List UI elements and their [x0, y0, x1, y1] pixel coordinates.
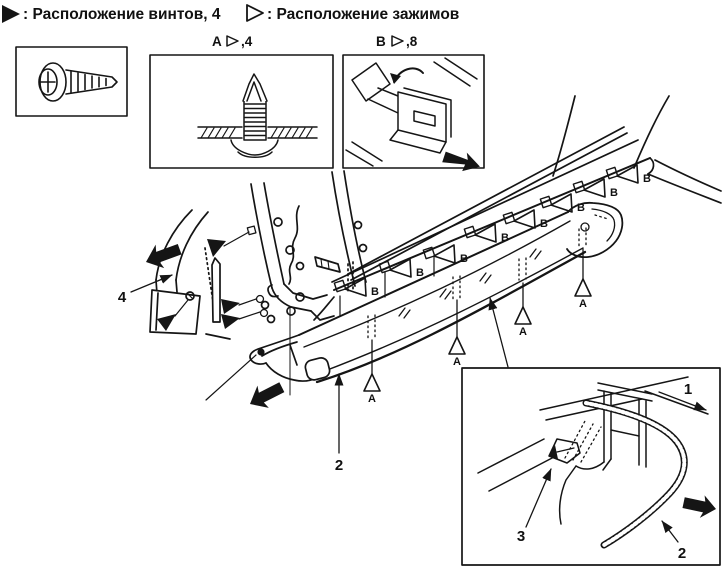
screw-point [255, 294, 265, 304]
hidden-clip-marks [367, 227, 587, 340]
rocker-flange [333, 157, 651, 291]
detail-inset-box: 1 2 3 [461, 367, 721, 566]
screw-location-triangle-icon [2, 5, 20, 23]
svg-text:B: B [643, 173, 651, 185]
snap-clip-icon [345, 57, 478, 167]
install-direction-arrow [682, 495, 716, 518]
screw-point [246, 225, 257, 236]
svg-text:B: B [501, 232, 509, 244]
clip-legend-label: : Расположение зажимов [267, 6, 459, 23]
molding-front-tip [249, 334, 331, 382]
molding-rear-cap [566, 201, 624, 259]
screw-markers [157, 225, 269, 331]
wheel-arch-outer [155, 209, 193, 281]
screw-icon [38, 62, 118, 102]
rear-wheel-arch [633, 95, 670, 169]
clip-b-marker: B [572, 178, 618, 199]
detail-a-letter: A [212, 34, 222, 49]
car-body-drawing [149, 95, 722, 396]
svg-text:B: B [460, 253, 468, 265]
pillar-bracket [314, 256, 341, 273]
svg-text:A: A [519, 326, 527, 338]
tip-screw-leader [205, 354, 257, 401]
clip-b-marker: B [605, 164, 651, 185]
clip-b-marker: B [333, 277, 379, 298]
detail-a-count: ,4 [241, 34, 253, 49]
svg-text:A: A [579, 298, 587, 310]
legend: : Расположение винтов, 4 : Расположение … [2, 4, 459, 49]
door-cut-line [552, 95, 576, 177]
molding-top-edge [298, 211, 569, 336]
door-front-edge [331, 171, 356, 287]
svg-text:A: A [453, 356, 461, 368]
remove-direction-arrow [146, 244, 182, 269]
part-label-3: 3 [517, 528, 525, 545]
clip-b-markers: B B B B B B B [333, 164, 651, 298]
clip-a-marker: A [363, 339, 381, 405]
clip-b-marker: B [378, 258, 424, 279]
clip-b-marker: B [422, 244, 468, 265]
clip-b-inset-box [342, 54, 485, 172]
svg-text:B: B [540, 218, 548, 230]
screw-marker [157, 314, 176, 331]
part-label-1: 1 [684, 381, 692, 398]
sill-molding-drawing [205, 201, 624, 401]
install-direction-arrow [442, 151, 480, 172]
clip-a-triangle-icon [226, 35, 239, 47]
clip-a-marker: A [448, 299, 466, 368]
clip-a-marker: A [514, 282, 532, 338]
clip-location-triangle-icon [246, 4, 264, 22]
clip-b-marker: B [502, 209, 548, 230]
clip-b-triangle-icon [391, 35, 404, 47]
clip-b-marker: B [463, 223, 509, 244]
direction-arrows [146, 244, 285, 408]
screw-legend-label: : Расположение винтов, 4 [23, 6, 221, 23]
detail-b-caption: B ,8 [376, 34, 418, 49]
svg-text:B: B [371, 286, 379, 298]
wheel-arch-inner [175, 211, 209, 281]
clip-part-3 [548, 420, 602, 464]
svg-text:A: A [368, 393, 376, 405]
svg-text:B: B [416, 267, 424, 279]
clip-a-inset-box [149, 54, 334, 169]
clip-a-markers: A A A A [363, 248, 592, 405]
clip-b-marker: B [539, 193, 585, 214]
screw-inset-box [15, 46, 128, 117]
screw-marker [221, 299, 240, 314]
screw-marker [207, 239, 226, 257]
molding-bottom-edge [315, 250, 587, 384]
pillar-foot [267, 283, 335, 321]
part-labels: 4 2 [118, 274, 509, 474]
detail-a-caption: A ,4 [212, 34, 253, 49]
detail-b-letter: B [376, 34, 386, 49]
part-label-2: 2 [335, 457, 343, 474]
clip-bracket [558, 382, 653, 525]
push-pin-clip-icon [197, 73, 318, 158]
rocker-top-edge [331, 139, 639, 283]
remove-direction-arrow [250, 382, 285, 408]
screw-marker [221, 314, 240, 329]
svg-text:B: B [610, 187, 618, 199]
shield-edge [288, 205, 300, 285]
door-bottom-edge [347, 126, 625, 275]
part-label-4: 4 [118, 289, 127, 306]
clip-a-marker: A [574, 248, 592, 310]
svg-text:B: B [577, 202, 585, 214]
screw-point [259, 308, 269, 318]
detail-b-count: ,8 [406, 34, 418, 49]
part-label-2-inset: 2 [678, 545, 686, 562]
inset-reference-leader [488, 297, 509, 368]
